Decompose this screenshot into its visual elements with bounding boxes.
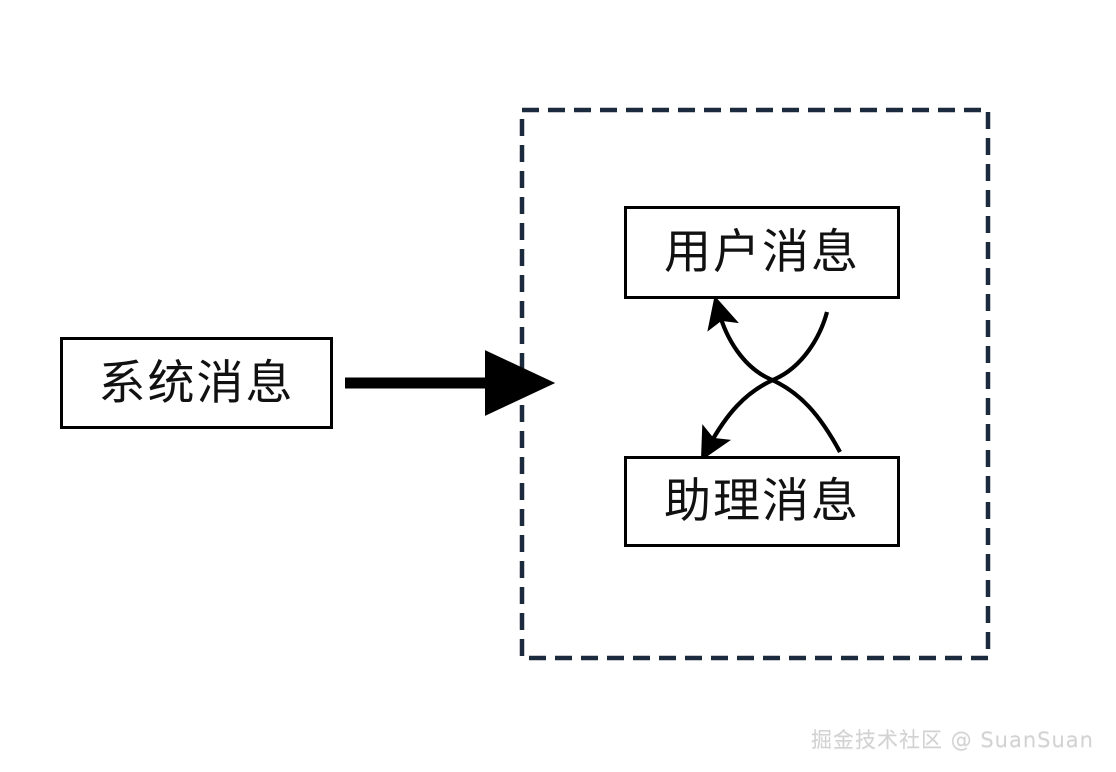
node-user-message-label: 用户消息 [664,225,860,280]
edge-user-to-assistant [700,311,830,461]
node-assistant-message-label: 助理消息 [664,474,860,529]
watermark-text: 掘金技术社区 @ SuanSuan [811,728,1094,752]
node-system-message-label: 系统消息 [98,355,295,411]
edge-assistant-to-user [707,295,842,453]
node-system-message[interactable]: 系统消息 [60,337,333,429]
node-assistant-message[interactable]: 助理消息 [624,456,900,547]
conversation-group-boundary [519,107,991,661]
node-user-message[interactable]: 用户消息 [624,206,900,299]
